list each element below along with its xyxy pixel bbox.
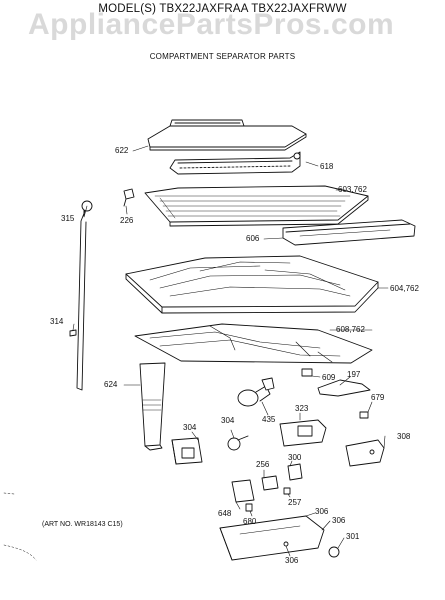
label-304-knob: 304 — [221, 416, 235, 425]
label-256: 256 — [256, 460, 270, 469]
part-301-knob — [328, 546, 340, 558]
label-608-762: 608,762 — [336, 325, 365, 334]
part-618-channel — [169, 151, 301, 175]
part-680-screw — [245, 503, 253, 512]
part-304-knob — [227, 435, 249, 451]
part-300-thermostat — [287, 463, 303, 481]
part-609-clip — [301, 368, 313, 377]
part-257-screw — [283, 487, 291, 495]
diagram-subtitle: COMPARTMENT SEPARATOR PARTS — [149, 52, 296, 61]
label-306-bottom: 306 — [285, 556, 299, 565]
stray-marks — [3, 492, 37, 561]
label-622: 622 — [115, 146, 129, 155]
part-648-control — [231, 479, 255, 503]
label-604-762: 604,762 — [390, 284, 419, 293]
label-257: 257 — [288, 498, 302, 507]
label-609: 609 — [322, 373, 336, 382]
label-306-right: 306 — [332, 516, 346, 525]
part-315-rod — [76, 200, 93, 391]
label-603-762: 603,762 — [338, 185, 367, 194]
part-308-bracket — [345, 439, 385, 467]
label-300: 300 — [288, 453, 302, 462]
label-435: 435 — [262, 415, 276, 424]
label-306-top: 306 — [315, 507, 329, 516]
part-314-screw — [69, 329, 77, 337]
label-315: 315 — [61, 214, 75, 223]
part-606-trim — [282, 219, 416, 246]
label-197: 197 — [347, 370, 361, 379]
part-608-divider — [134, 323, 373, 364]
label-314: 314 — [50, 317, 64, 326]
label-624: 624 — [104, 380, 118, 389]
part-604-divider — [125, 255, 379, 314]
leader-lines — [72, 145, 389, 557]
label-323: 323 — [295, 404, 309, 413]
watermark: AppliancePartsPros.com — [28, 8, 395, 41]
part-323-bracket — [279, 419, 327, 447]
part-435-bulb — [237, 377, 275, 407]
part-197-gasket — [317, 379, 371, 397]
art-number: (ART NO. WR18143 C15) — [42, 521, 123, 528]
part-306-housing — [219, 515, 325, 561]
label-618: 618 — [320, 162, 334, 171]
label-308: 308 — [397, 432, 411, 441]
label-301: 301 — [346, 532, 360, 541]
model-title: MODEL(S) TBX22JAXFRAA TBX22JAXFRWW — [98, 3, 347, 15]
label-226: 226 — [120, 216, 134, 225]
label-648: 648 — [218, 509, 232, 518]
label-680: 680 — [243, 517, 257, 526]
part-622-cover — [147, 119, 307, 151]
part-679-screw — [359, 411, 369, 419]
label-304-housing: 304 — [183, 423, 197, 432]
label-679: 679 — [371, 393, 385, 402]
part-603-shelf — [144, 185, 369, 227]
part-624-duct — [139, 362, 166, 451]
label-606: 606 — [246, 234, 260, 243]
part-226-clip — [123, 188, 135, 207]
part-304-housing — [171, 437, 203, 465]
part-256-switch — [261, 475, 279, 491]
